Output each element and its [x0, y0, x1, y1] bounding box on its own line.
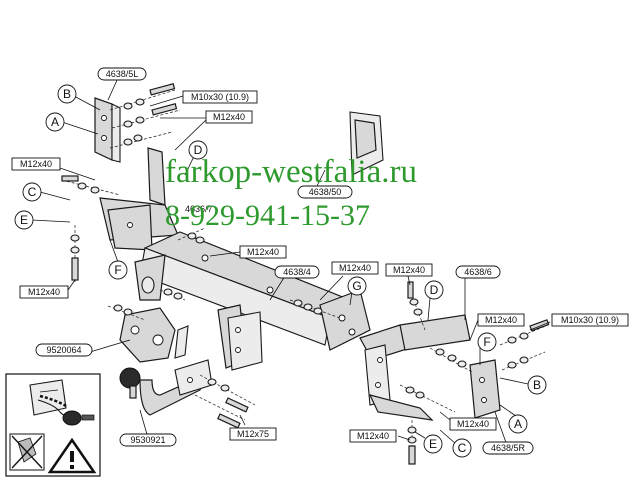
- callout-c-right: C: [458, 441, 467, 455]
- right-side-bracket: [359, 314, 501, 421]
- g-mount-plate: [289, 289, 371, 351]
- part-4638-50-label: 4638/50: [309, 187, 342, 197]
- bolt-bottom-m12-label: M12x40: [357, 431, 389, 441]
- callout-b-left: B: [63, 87, 71, 101]
- center-bolt-stack: [159, 227, 206, 301]
- watermark-site: farkop-westfalia.ru: [165, 154, 417, 190]
- callout-b-right: B: [533, 378, 541, 392]
- no-drill-icon: [9, 433, 45, 471]
- socket-plate: [107, 304, 189, 363]
- part-4638-5r-label: 4638/5R: [491, 443, 526, 453]
- bolt-g-m12-label: M12x40: [339, 263, 371, 273]
- callout-e-left: E: [20, 213, 28, 227]
- bolt-tl-m12-label: M12x40: [213, 112, 245, 122]
- part-4638-5l-label: 4638/5L: [106, 69, 139, 79]
- wiring-inset: [5, 373, 101, 477]
- bolt-left-m12-top-label: M12x40: [20, 159, 52, 169]
- part-4636-7-label: 4636/7: [185, 204, 213, 214]
- callout-d-right: D: [430, 283, 439, 297]
- part-4638-4-label: 4638/4: [283, 267, 311, 277]
- part-number-labels: 4638/5L 4638/50 4638/4 4638/6 9520064 95…: [35, 67, 534, 455]
- center-hanger: [217, 304, 263, 371]
- part-9530921-label: 9530921: [130, 435, 165, 445]
- letter-callouts: B A C E F D G D F B A E C: [14, 84, 547, 458]
- center-plate: [349, 111, 384, 176]
- bolt-spec-labels: M10x30 (10.9) M12x40 M12x40 M12x40 M12x4…: [11, 90, 629, 443]
- bolt-tl-m10-label: M10x30 (10.9): [191, 92, 249, 102]
- callout-f-left: F: [114, 263, 121, 277]
- towball: [119, 359, 213, 416]
- bolt-right-m12-mid-label: M12x40: [485, 315, 517, 325]
- callout-c-left: C: [28, 185, 37, 199]
- leader-lines: [31, 77, 551, 449]
- bolt-bottom-right-m12-label: M12x40: [457, 419, 489, 429]
- right-bolt-stack: [399, 281, 550, 465]
- part-4638-6-label: 4638/6: [464, 267, 492, 277]
- callout-f-right: F: [483, 335, 490, 349]
- warning-icon: [47, 437, 97, 474]
- left-bolt-stack: [61, 83, 181, 282]
- callout-a-left: A: [51, 115, 59, 129]
- watermark-phone: 8-929-941-15-37: [165, 199, 370, 232]
- bolt-center-m12-label: M12x40: [247, 247, 279, 257]
- callout-d-left: D: [194, 143, 203, 157]
- watermark: farkop-westfalia.ru 8-929-941-15-37: [165, 154, 417, 232]
- callout-e-right: E: [429, 437, 437, 451]
- callout-a-right: A: [514, 417, 522, 431]
- bolt-right-m12-label: M12x40: [393, 265, 425, 275]
- crossbar: [134, 231, 352, 346]
- callout-g: G: [352, 279, 361, 293]
- bolt-right-m10-label: M10x30 (10.9): [561, 315, 619, 325]
- bolt-m12x75-label: M12x75: [237, 429, 269, 439]
- part-9520064-label: 9520064: [46, 345, 81, 355]
- bolt-left-m12-bottom-label: M12x40: [28, 287, 60, 297]
- m12x75-bolt-stack: [194, 374, 256, 429]
